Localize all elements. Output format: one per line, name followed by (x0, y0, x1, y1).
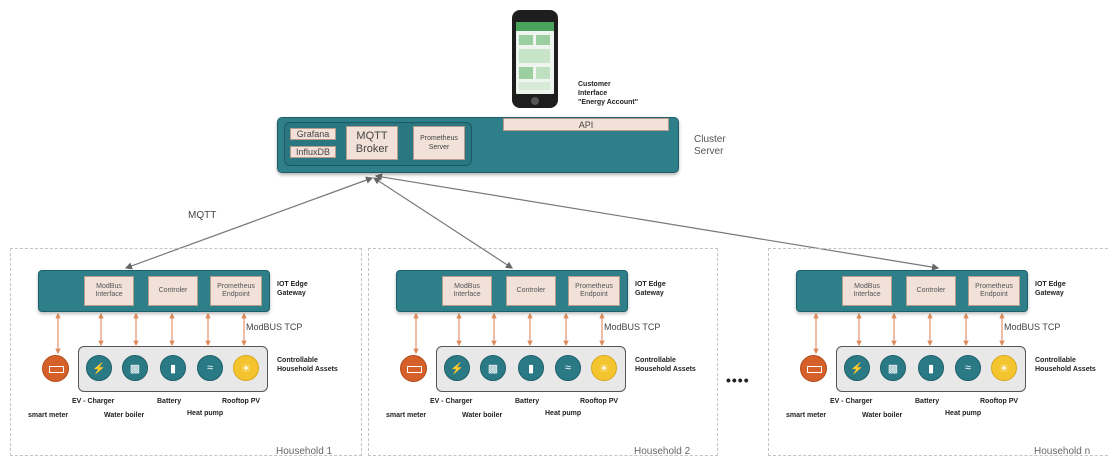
smart-meter-icon (42, 355, 69, 382)
modbus-tcp-label: ModBUS TCP (246, 322, 303, 332)
household-label: Household 1 (276, 446, 333, 457)
ev-charger-label: EV - Charger (72, 398, 115, 405)
rooftop-pv-icon: ☀ (591, 355, 617, 381)
mqtt-link-1 (124, 176, 374, 270)
phone-screen (516, 22, 554, 94)
water-boiler-label: Water boiler (862, 412, 903, 419)
influxdb-box: InfluxDB (290, 146, 336, 158)
ellipsis: •••• (726, 372, 750, 388)
grafana-box: Grafana (290, 128, 336, 140)
mqtt-label: MQTT (188, 210, 217, 221)
smart-meter-label: smart meter (786, 412, 827, 419)
heat-pump-icon: ≈ (555, 355, 581, 381)
customer-interface-label: Customer Interface "Energy Account" (578, 81, 639, 106)
modbus-tcp-label: ModBUS TCP (604, 322, 661, 332)
water-boiler-label: Water boiler (462, 412, 503, 419)
smart-meter-label: smart meter (386, 412, 427, 419)
battery-icon: ▮ (518, 355, 544, 381)
modbus-tcp-label: ModBUS TCP (1004, 322, 1061, 332)
smart-meter-icon (400, 355, 427, 382)
controller-box: Controler (906, 276, 956, 306)
mqtt-link-n (374, 173, 940, 271)
ev-charger-icon: ⚡ (844, 355, 870, 381)
water-boiler-icon: ▩ (480, 355, 506, 381)
household-label: Household n (1034, 446, 1091, 457)
household-label: Household 2 (634, 446, 691, 457)
ev-charger-icon: ⚡ (444, 355, 470, 381)
household-panel (368, 248, 718, 456)
household-panel (768, 248, 1108, 456)
rooftop-pv-label: Rooftop PV (580, 398, 619, 405)
battery-label: Battery (157, 398, 182, 405)
rooftop-pv-label: Rooftop PV (980, 398, 1019, 405)
heat-pump-icon: ≈ (955, 355, 981, 381)
heat-pump-label: Heat pump (545, 410, 582, 417)
battery-icon: ▮ (160, 355, 186, 381)
battery-label: Battery (515, 398, 540, 405)
controller-box: Controler (148, 276, 198, 306)
cluster-server-label: Cluster Server (694, 134, 726, 157)
prometheus-server-box: Prometheus Server (413, 126, 465, 160)
water-boiler-icon: ▩ (122, 355, 148, 381)
controller-box: Controler (506, 276, 556, 306)
heat-pump-icon: ≈ (197, 355, 223, 381)
water-boiler-icon: ▩ (880, 355, 906, 381)
water-boiler-label: Water boiler (104, 412, 145, 419)
smart-meter-icon (800, 355, 827, 382)
rooftop-pv-icon: ☀ (991, 355, 1017, 381)
household-panel (10, 248, 362, 456)
api-box: API (503, 118, 669, 131)
ev-charger-label: EV - Charger (430, 398, 473, 405)
ev-charger-icon: ⚡ (86, 355, 112, 381)
heat-pump-label: Heat pump (945, 410, 982, 417)
smartphone-icon (512, 10, 558, 108)
rooftop-pv-icon: ☀ (233, 355, 259, 381)
ev-charger-label: EV - Charger (830, 398, 873, 405)
rooftop-pv-label: Rooftop PV (222, 398, 261, 405)
heat-pump-label: Heat pump (187, 410, 224, 417)
battery-icon: ▮ (918, 355, 944, 381)
battery-label: Battery (915, 398, 940, 405)
smart-meter-label: smart meter (28, 412, 69, 419)
mqtt-broker-box: MQTT Broker (346, 126, 398, 160)
